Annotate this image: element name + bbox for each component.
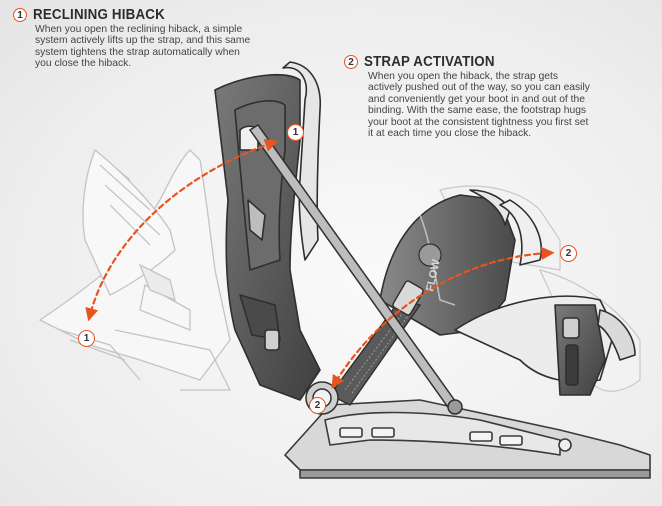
marker-hiback-bottom: 1 (78, 330, 95, 347)
number-badge: 2 (344, 55, 358, 69)
callout-body: When you open the reclining hiback, a si… (35, 24, 251, 70)
strap-arc (331, 246, 555, 389)
callout-body: When you open the hiback, the strap gets… (368, 71, 590, 140)
ghost-hiback (38, 148, 232, 391)
marker-hiback-top: 1 (287, 124, 304, 141)
callout-reclining-hiback: 1 RECLINING HIBACK When you open the rec… (13, 7, 303, 70)
callout-title: RECLINING HIBACK (33, 7, 165, 23)
marker-strap-pivot: 2 (309, 397, 326, 414)
number-badge: 1 (13, 8, 27, 22)
marker-strap-top: 2 (560, 245, 577, 262)
callout-strap-activation: 2 STRAP ACTIVATION When you open the hib… (344, 54, 644, 139)
hiback-arc (85, 138, 279, 322)
hiback (214, 61, 322, 401)
baseplate (284, 399, 651, 479)
motion-arrows (85, 138, 555, 389)
callout-title: STRAP ACTIVATION (364, 54, 495, 70)
